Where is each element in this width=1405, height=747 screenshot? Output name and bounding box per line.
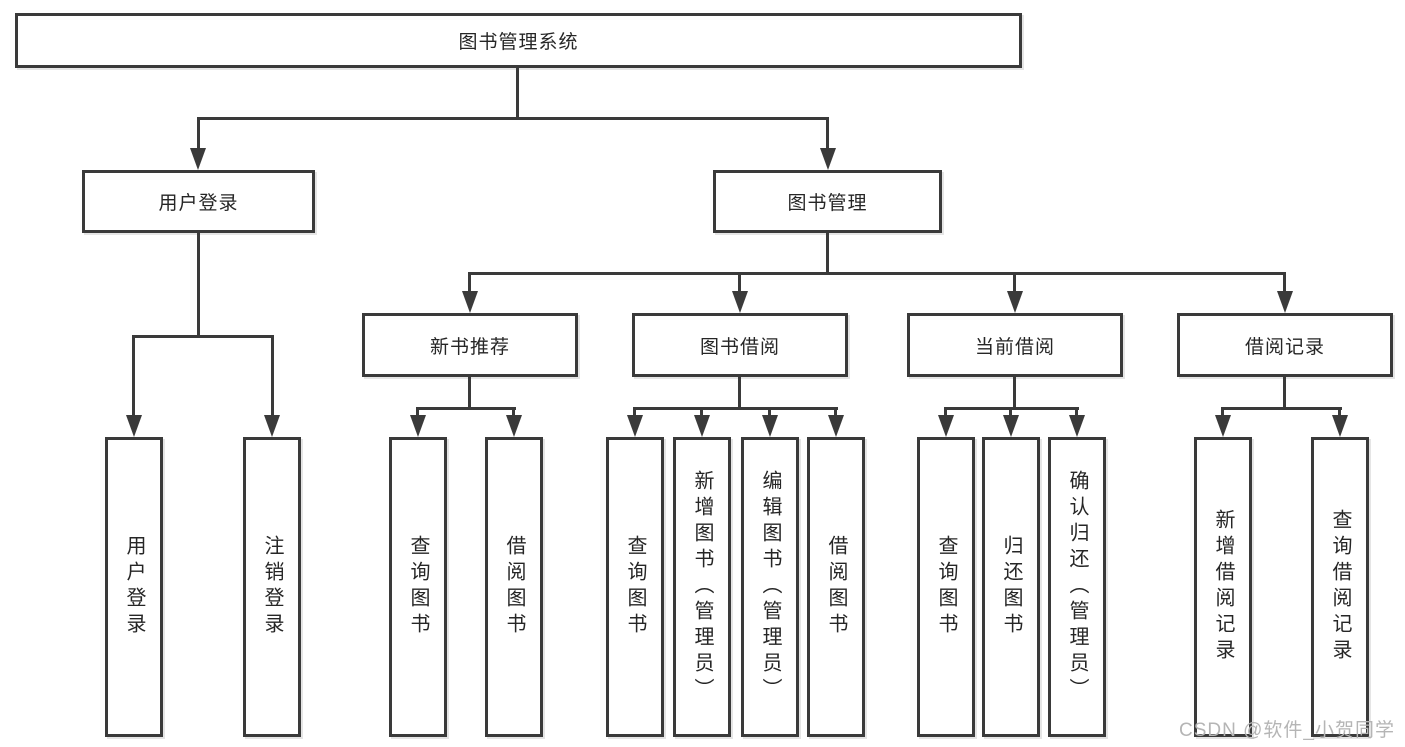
- leaf-label: 注销登录: [261, 535, 283, 639]
- node-label: 图书管理: [787, 193, 868, 214]
- arrowhead-down-icon: [1007, 291, 1023, 313]
- arrowhead-down-icon: [762, 415, 778, 437]
- connector-records-vline: [1283, 377, 1286, 410]
- connector-stem: [768, 407, 771, 417]
- node-book-management: 图书管理: [713, 170, 942, 233]
- node-new-book-recommend: 新书推荐: [362, 313, 578, 377]
- arrowhead-down-icon: [1332, 415, 1348, 437]
- leaf-label: 新增图书（管理员）: [691, 470, 713, 704]
- leaf-confirm-return-admin: 确认归还（管理员）: [1048, 437, 1106, 737]
- connector-newbook-vline: [468, 377, 471, 410]
- connector-stem: [132, 335, 135, 417]
- leaf-label: 借阅图书: [825, 535, 847, 639]
- connector-stem: [826, 117, 829, 151]
- connector-root-vline: [516, 68, 519, 120]
- leaf-query-books-recommend: 查询图书: [389, 437, 447, 737]
- node-user-login: 用户登录: [82, 170, 315, 233]
- connector-stem: [512, 407, 515, 417]
- connector-stem: [1283, 272, 1286, 293]
- arrowhead-down-icon: [1215, 415, 1231, 437]
- arrowhead-down-icon: [1069, 415, 1085, 437]
- node-book-borrowing: 图书借阅: [632, 313, 848, 377]
- connector-stem: [468, 272, 471, 293]
- arrowhead-down-icon: [828, 415, 844, 437]
- connector-stem: [197, 117, 200, 151]
- arrowhead-down-icon: [938, 415, 954, 437]
- node-label: 用户登录: [158, 193, 239, 214]
- node-label: 图书借阅: [699, 336, 780, 358]
- connector-stem: [1013, 272, 1016, 293]
- arrowhead-down-icon: [694, 415, 710, 437]
- connector-stem: [738, 272, 741, 293]
- arrowhead-down-icon: [410, 415, 426, 437]
- connector-stem: [1338, 407, 1341, 417]
- node-label: 借阅记录: [1244, 336, 1325, 358]
- leaf-label: 归还图书: [1000, 535, 1022, 639]
- arrowhead-down-icon: [627, 415, 643, 437]
- arrowhead-down-icon: [1277, 291, 1293, 313]
- connector-stem: [944, 407, 947, 417]
- leaf-user-login: 用户登录: [105, 437, 163, 737]
- leaf-add-books-admin: 新增图书（管理员）: [673, 437, 731, 737]
- leaf-borrow-books: 借阅图书: [807, 437, 865, 737]
- arrowhead-down-icon: [732, 291, 748, 313]
- connector-bookmgmt-hline: [468, 272, 1286, 275]
- connector-stem: [1075, 407, 1078, 417]
- leaf-label: 查询图书: [935, 535, 957, 639]
- arrowhead-down-icon: [1003, 415, 1019, 437]
- connector-stem: [633, 407, 636, 417]
- arrowhead-down-icon: [506, 415, 522, 437]
- node-current-borrowing: 当前借阅: [907, 313, 1123, 377]
- node-label: 图书管理系统: [458, 32, 579, 53]
- connector-stem: [700, 407, 703, 417]
- leaf-label: 用户登录: [123, 535, 145, 639]
- leaf-add-borrow-record: 新增借阅记录: [1194, 437, 1252, 737]
- node-label: 新书推荐: [429, 336, 510, 358]
- arrowhead-down-icon: [462, 291, 478, 313]
- connector-bookborrow-hline: [633, 407, 838, 410]
- connector-stem: [1009, 407, 1012, 417]
- leaf-edit-books-admin: 编辑图书（管理员）: [741, 437, 799, 737]
- leaf-label: 查询借阅记录: [1329, 509, 1351, 665]
- connector-stem: [271, 335, 274, 417]
- arrowhead-down-icon: [126, 415, 142, 437]
- leaf-query-books-current: 查询图书: [917, 437, 975, 737]
- connector-bookborrow-vline: [738, 377, 741, 410]
- leaf-query-borrow-record: 查询借阅记录: [1311, 437, 1369, 737]
- leaf-label: 确认归还（管理员）: [1066, 470, 1088, 704]
- connector-stem: [416, 407, 419, 417]
- connector-newbook-hline: [416, 407, 516, 410]
- leaf-return-books: 归还图书: [982, 437, 1040, 737]
- leaf-query-books-borrowing: 查询图书: [606, 437, 664, 737]
- arrowhead-down-icon: [264, 415, 280, 437]
- arrowhead-down-icon: [820, 148, 836, 170]
- node-label: 当前借阅: [974, 336, 1055, 358]
- leaf-label: 编辑图书（管理员）: [759, 470, 781, 704]
- leaf-logout: 注销登录: [243, 437, 301, 737]
- connector-bookmgmt-vline: [826, 233, 829, 275]
- leaf-label: 查询图书: [407, 535, 429, 639]
- leaf-label: 新增借阅记录: [1212, 509, 1234, 665]
- connector-stem: [1221, 407, 1224, 417]
- leaf-borrow-books-recommend: 借阅图书: [485, 437, 543, 737]
- leaf-label: 查询图书: [624, 535, 646, 639]
- leaf-label: 借阅图书: [503, 535, 525, 639]
- connector-records-hline: [1221, 407, 1342, 410]
- connector-stem: [834, 407, 837, 417]
- node-borrowing-records: 借阅记录: [1177, 313, 1393, 377]
- connector-currentborrow-vline: [1013, 377, 1016, 410]
- arrowhead-down-icon: [190, 148, 206, 170]
- node-root-library-system: 图书管理系统: [15, 13, 1022, 68]
- connector-userlogin-hline: [132, 335, 274, 338]
- connector-userlogin-vline: [197, 233, 200, 338]
- csdn-watermark: CSDN @软件_小贺同学: [1179, 720, 1395, 741]
- connector-root-hline: [197, 117, 829, 120]
